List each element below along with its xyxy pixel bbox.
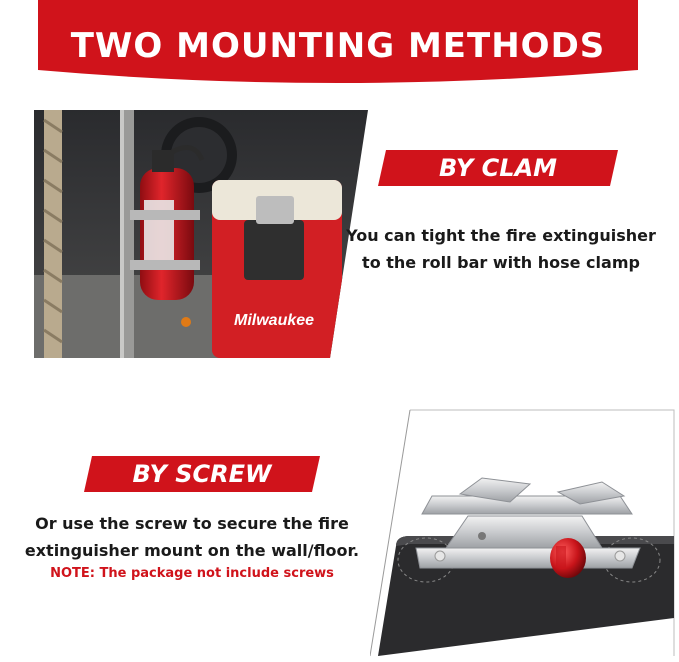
clamp-description: You can tight the fire extinguisher to t… [336,222,666,276]
cooler-brand-text: Milwaukee [234,312,314,329]
screw-description-line-2: extinguisher mount on the wall/floor. [24,541,360,560]
screw-description-line-1: Or use the screw to secure the fire [35,514,349,533]
screw-mount-product-image [369,408,679,658]
clamp-description-line-2: to the roll bar with hose clamp [362,253,640,272]
header-background [38,0,638,83]
page-title: TWO MOUNTING METHODS [70,26,606,66]
note-label: NOTE: [50,566,95,581]
screw-method-label: BY SCREW [132,460,272,488]
screw-method-banner: BY SCREW [84,456,320,492]
header-banner: TWO MOUNTING METHODS [38,0,638,90]
clamp-banner-shape [378,150,618,186]
screw-note: NOTE: The package not include screws [20,566,364,581]
screw-description: Or use the screw to secure the fire exti… [14,510,370,564]
clamp-method-banner: BY CLAM [378,150,618,186]
clamp-description-line-1: You can tight the fire extinguisher [346,226,656,245]
screw-banner-shape [84,456,320,492]
note-text: The package not include screws [94,566,334,581]
clamp-method-label: BY CLAM [438,154,558,182]
roll-bar-mount-photo: Milwaukee [34,110,368,358]
